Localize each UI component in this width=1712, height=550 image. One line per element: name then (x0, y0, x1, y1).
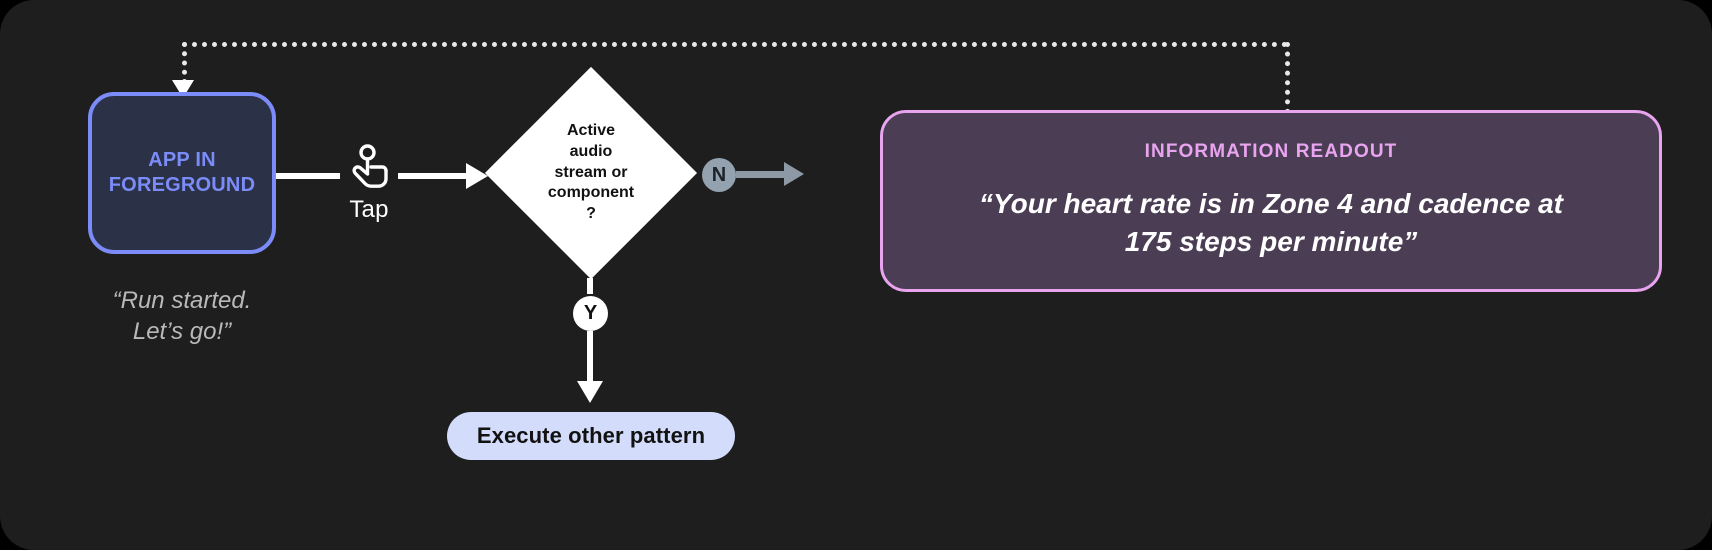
decision-line5: ? (586, 205, 596, 223)
feedback-loop-left-segment (182, 42, 187, 84)
decision-line1: Active (566, 122, 616, 139)
tap-label: Tap (349, 196, 389, 223)
decision-line3: stream or (554, 163, 628, 181)
node-decision-active-audio[interactable]: Active audio stream or component ? (484, 66, 698, 280)
readout-body-line2: 175 steps per minute” (1124, 226, 1418, 257)
decision-line2: audio (569, 142, 613, 160)
information-readout-body: “Your heart rate is in Zone 4 and cadenc… (949, 185, 1593, 260)
decision-label: Active audio stream or component ? (485, 67, 697, 279)
app-voice-quote: “Run started. Let’s go!” (76, 286, 288, 347)
connector-decision-to-yes-badge (587, 278, 593, 294)
decision-line4: component (547, 184, 635, 202)
app-label-line2: FOREGROUND (108, 174, 256, 196)
pill-arrowhead-icon (577, 381, 603, 403)
app-quote-line1: “Run started. (112, 287, 252, 314)
execute-other-pattern-label: Execute other pattern (476, 423, 706, 448)
branch-badge-no: N (702, 158, 736, 192)
node-information-readout[interactable]: INFORMATION READOUT “Your heart rate is … (880, 110, 1662, 292)
feedback-loop-right-segment (1285, 42, 1290, 114)
branch-badge-yes: Y (573, 296, 608, 331)
readout-arrowhead-icon (784, 162, 804, 186)
connector-no-to-readout (736, 171, 788, 178)
connector-yes-to-pill (587, 331, 593, 383)
node-app-in-foreground[interactable]: APP IN FOREGROUND (88, 92, 276, 254)
information-readout-title: INFORMATION READOUT (1144, 141, 1398, 163)
connector-tap-to-decision (398, 173, 476, 179)
feedback-loop-top-segment (182, 42, 1288, 47)
readout-body-line1: “Your heart rate is in Zone 4 and cadenc… (978, 188, 1564, 220)
gesture-tap-group: Tap (338, 144, 400, 224)
connector-app-to-tap (276, 173, 340, 179)
app-label-line1: APP IN (148, 149, 216, 171)
node-execute-other-pattern[interactable]: Execute other pattern (447, 412, 735, 460)
app-in-foreground-label: APP IN FOREGROUND (109, 148, 255, 198)
app-quote-line2: Let’s go!” (132, 317, 232, 345)
tap-hand-icon (338, 144, 400, 192)
decision-arrowhead-icon (466, 163, 488, 189)
